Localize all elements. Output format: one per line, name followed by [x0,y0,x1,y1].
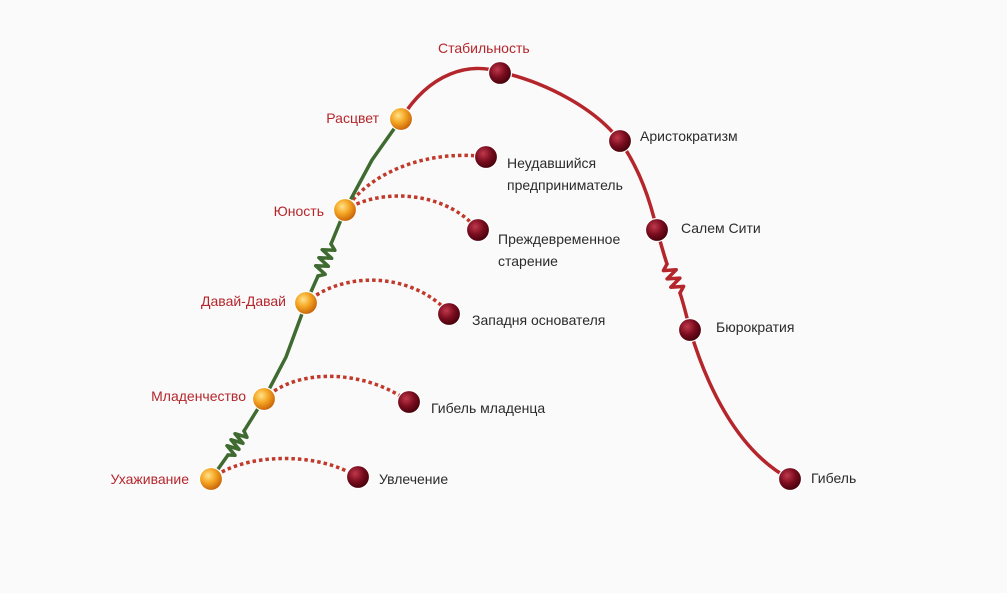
branch-premature-aging [344,194,480,232]
stage-label-adolescence: Юность [273,203,324,219]
outcome-label-founder-trap: Западня основателя [472,312,606,328]
failure-node-2 [436,301,462,327]
stage-label-aristocracy: Аристократизм [640,128,738,144]
decline-node-3 [777,466,803,492]
failure-node-3 [465,217,491,243]
growth-node-0 [198,466,224,492]
stage-label-stability: Стабильность [438,40,530,56]
outcome-label-infant-mortality: Гибель младенца [431,400,546,416]
branch-infant-mortality [262,374,411,404]
decline-node-1 [644,217,670,243]
decline-node-0 [607,128,633,154]
growth-node-4 [388,106,414,132]
stage-label-infancy: Младенчество [151,388,246,404]
branch-affair [209,456,358,481]
outcome-label-premature-aging: Преждевременное старение [498,231,621,269]
decline-node-2 [677,317,703,343]
failure-node-1 [396,389,422,415]
growth-node-1 [251,386,277,412]
peak-node [487,60,513,86]
stage-label-salem-city: Салем Сити [681,220,761,236]
failure-node-0 [345,464,371,490]
growth-curve-spring [313,242,337,278]
failure-node-4 [473,144,499,170]
outcome-label-affair: Увлечение [379,471,449,487]
growth-curve [329,117,403,246]
branch-founder-trap [304,278,451,315]
stage-label-prime: Расцвет [326,110,379,126]
stage-label-bureaucracy: Бюрократия [716,319,795,335]
stage-label-courtship: Ухаживание [110,471,189,487]
stage-label-go-go: Давай-Давай [201,293,286,309]
growth-node-2 [293,290,319,316]
branch-failed-entrepreneur [343,153,487,211]
stage-label-death: Гибель [811,470,857,486]
growth-curve-spring [225,429,249,458]
growth-node-3 [332,197,358,223]
outcome-label-failed-entrepreneur: Неудавшийся предприниматель [507,155,623,193]
decline-curve [678,291,792,481]
decline-curve-spring [661,262,686,295]
